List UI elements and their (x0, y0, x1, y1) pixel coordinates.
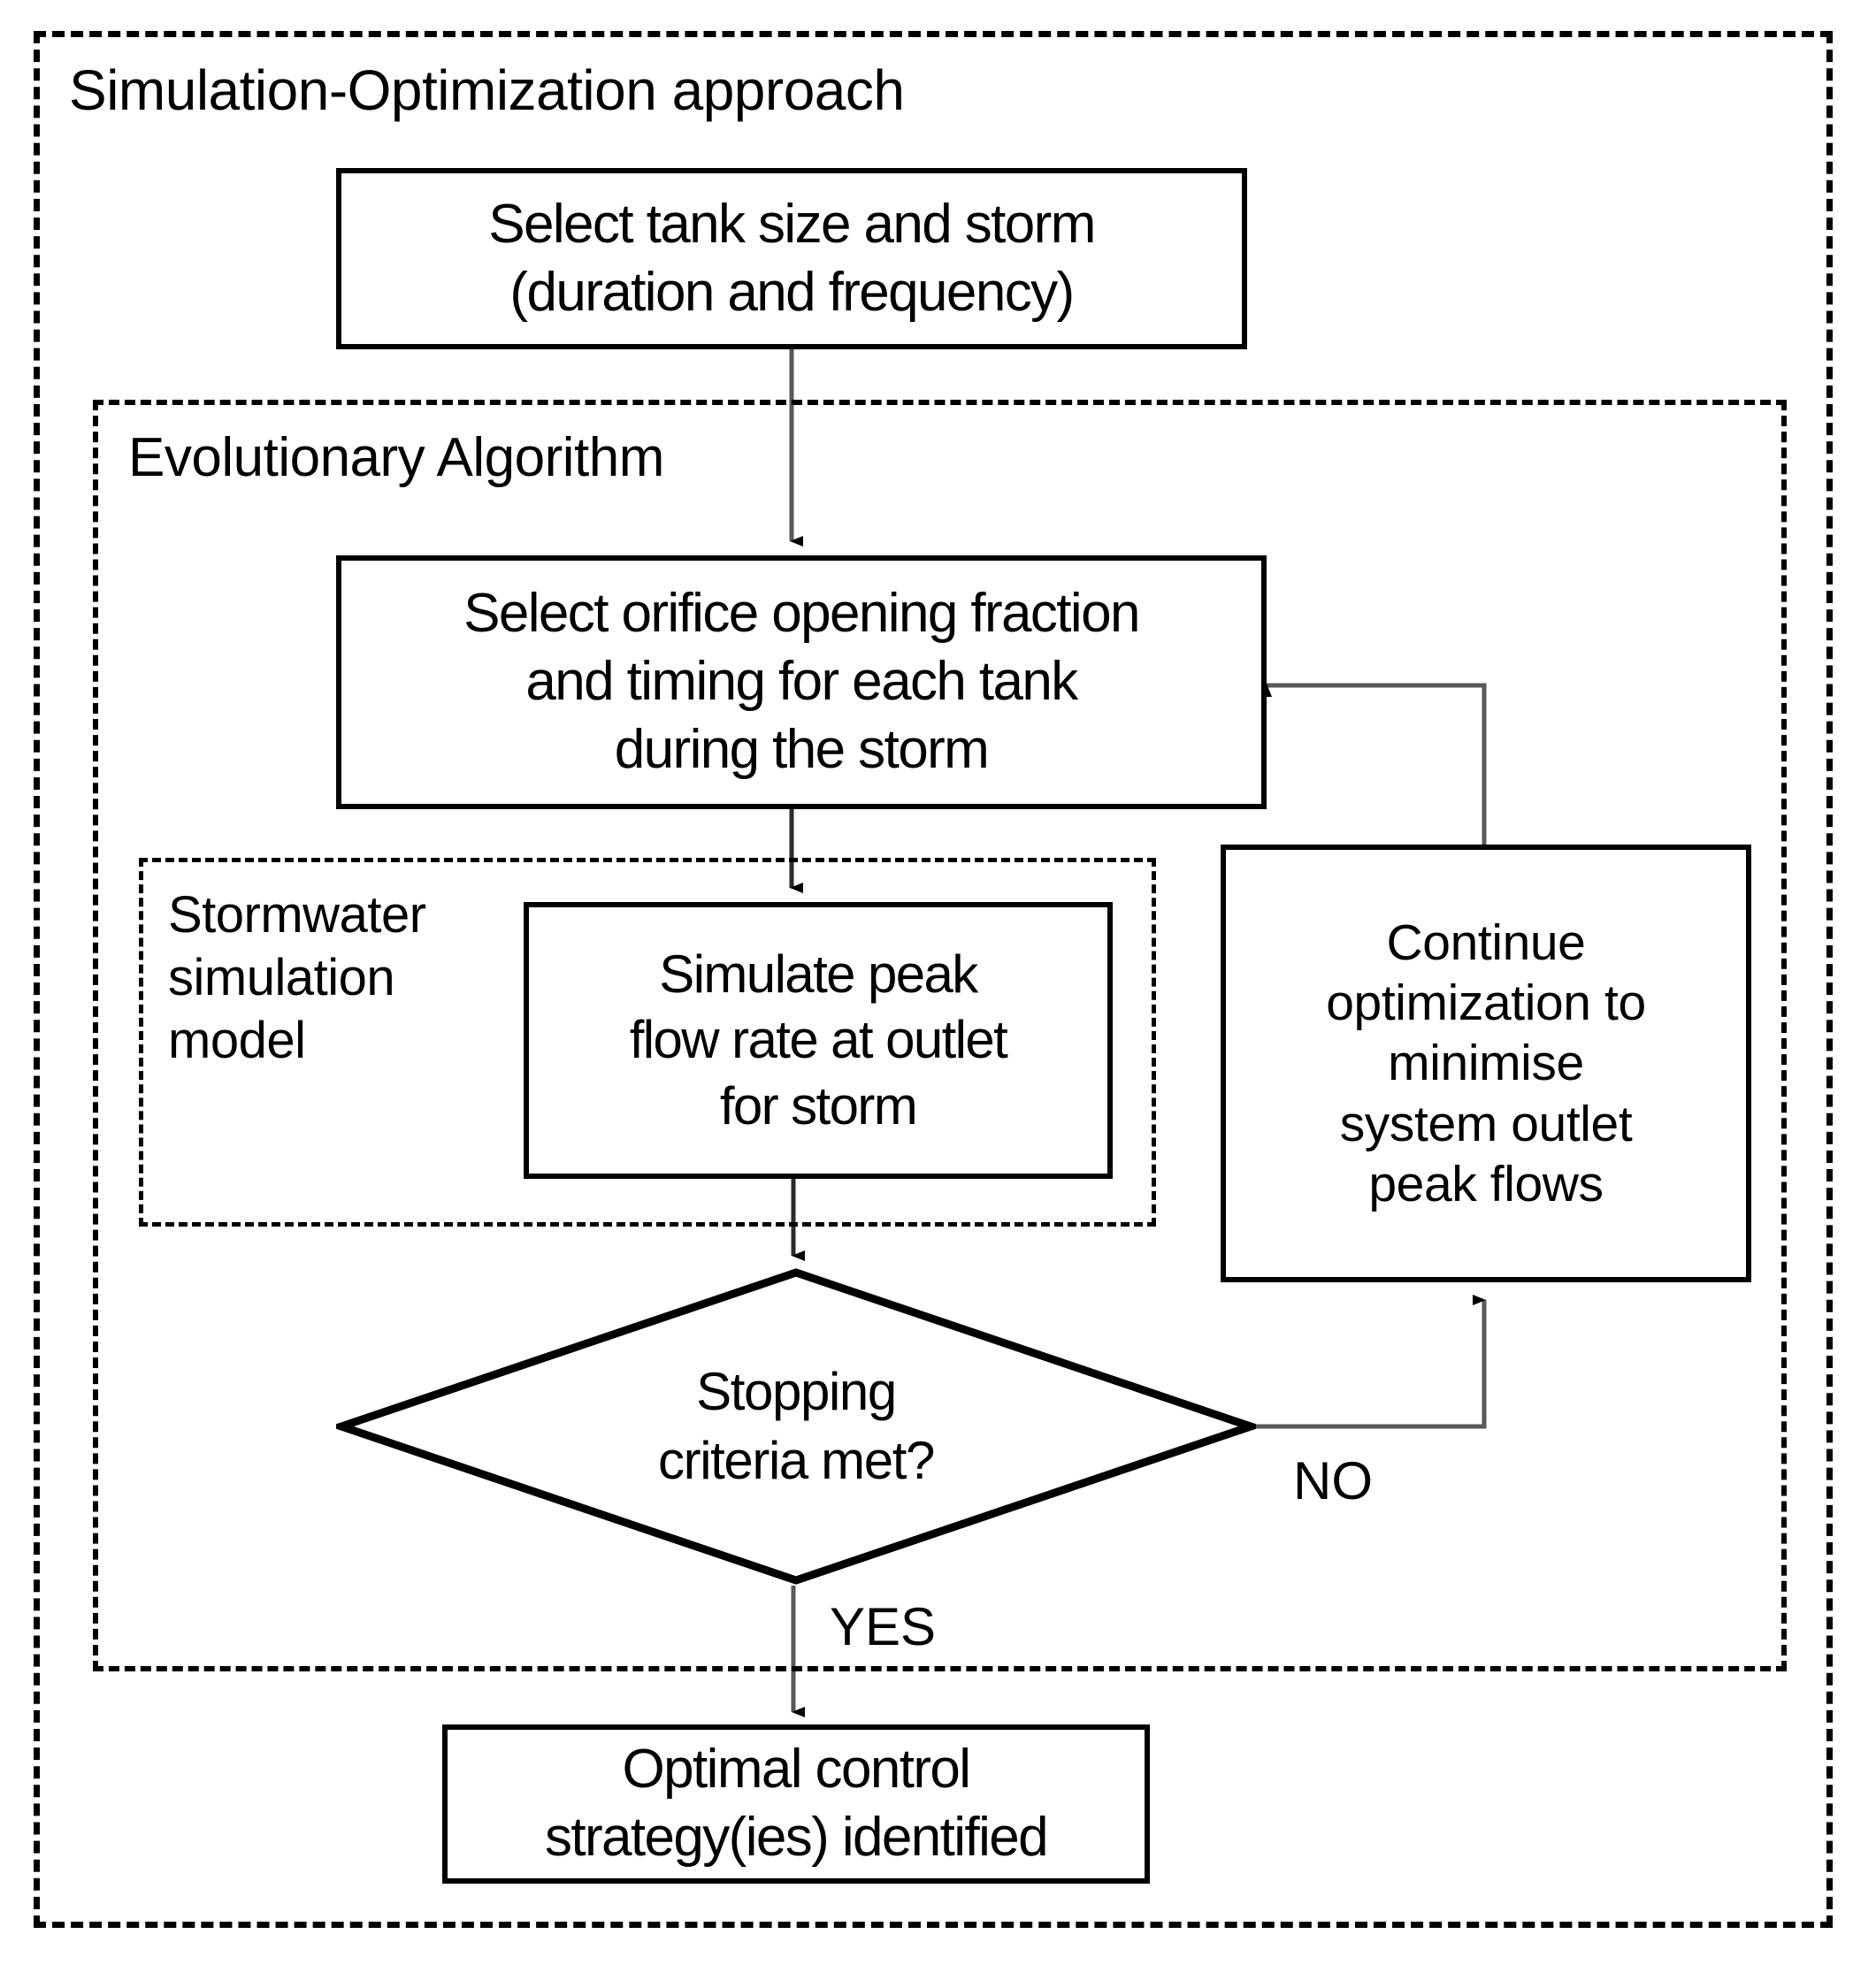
node-select-tank-size-and-storm[interactable]: Select tank size and storm (duration and… (336, 168, 1247, 349)
node-select-orifice-opening-fraction[interactable]: Select orifice opening fraction and timi… (336, 555, 1267, 809)
container-label-evolutionary-algorithm: Evolutionary Algorithm (128, 427, 664, 488)
decision-diamond-shape (328, 1268, 1264, 1585)
edge-continue-optimization-to-select-orifice (1261, 683, 1487, 845)
container-stormwater-simulation-model (139, 858, 1156, 1227)
node-stopping-criteria-met[interactable]: Stopping criteria met? (328, 1267, 1264, 1586)
node-simulate-peak-flow-rate[interactable]: Simulate peak flow rate at outlet for st… (524, 902, 1113, 1179)
node-continue-optimization[interactable]: Continue optimization to minimise system… (1221, 845, 1751, 1282)
container-evolutionary-algorithm (93, 400, 1787, 1671)
edge-label-yes: YES (830, 1597, 937, 1656)
container-label-simulation-optimization-approach: Simulation-Optimization approach (69, 58, 905, 122)
node-label-stopping-criteria-met: Stopping criteria met? (658, 1362, 935, 1490)
container-label-stormwater-simulation-model: Stormwater simulation model (168, 886, 426, 1069)
edge-no-to-continue-optimization (1256, 1295, 1487, 1429)
container-simulation-optimization-approach (34, 31, 1833, 1928)
node-optimal-control-strategy[interactable]: Optimal control strategy(ies) identified (442, 1724, 1150, 1884)
edge-label-no: NO (1293, 1451, 1373, 1510)
